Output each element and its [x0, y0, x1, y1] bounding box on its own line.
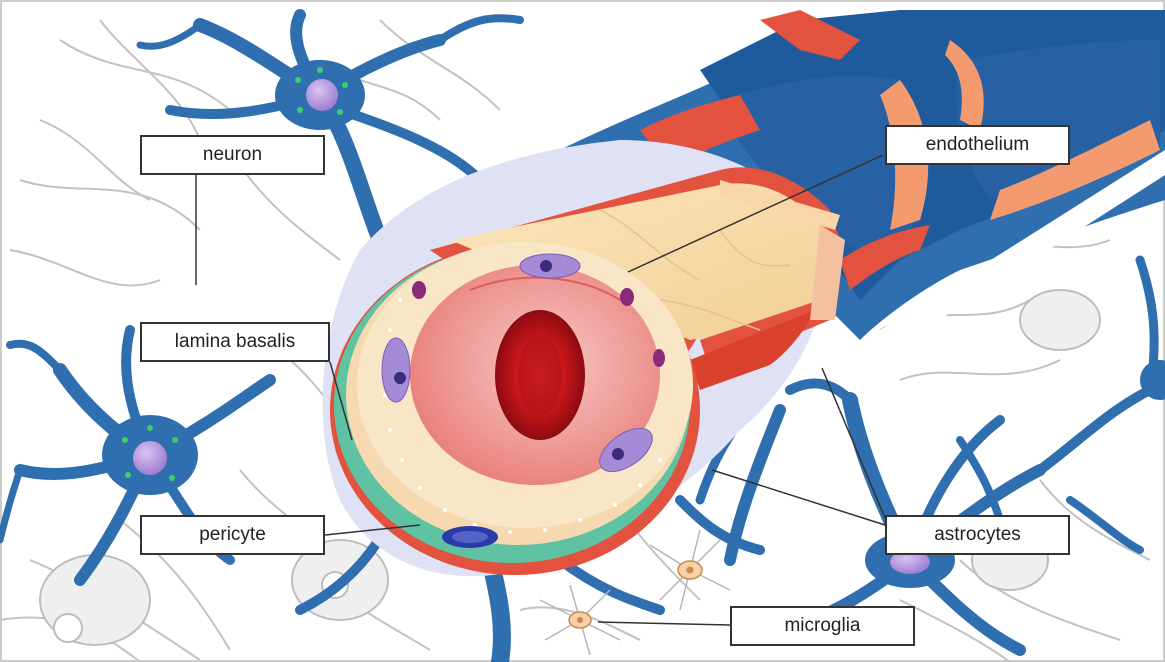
astrocytes-label: astrocytes: [885, 515, 1070, 555]
pericyte-label: pericyte: [140, 515, 325, 555]
microglia-label: microglia: [730, 606, 915, 646]
pericyte-cell: [442, 526, 498, 548]
erythrocyte: [495, 310, 585, 440]
endothelium-label: endothelium: [885, 125, 1070, 165]
neuron-label: neuron: [140, 135, 325, 175]
lamina-basalis-label: lamina basalis: [140, 322, 330, 362]
